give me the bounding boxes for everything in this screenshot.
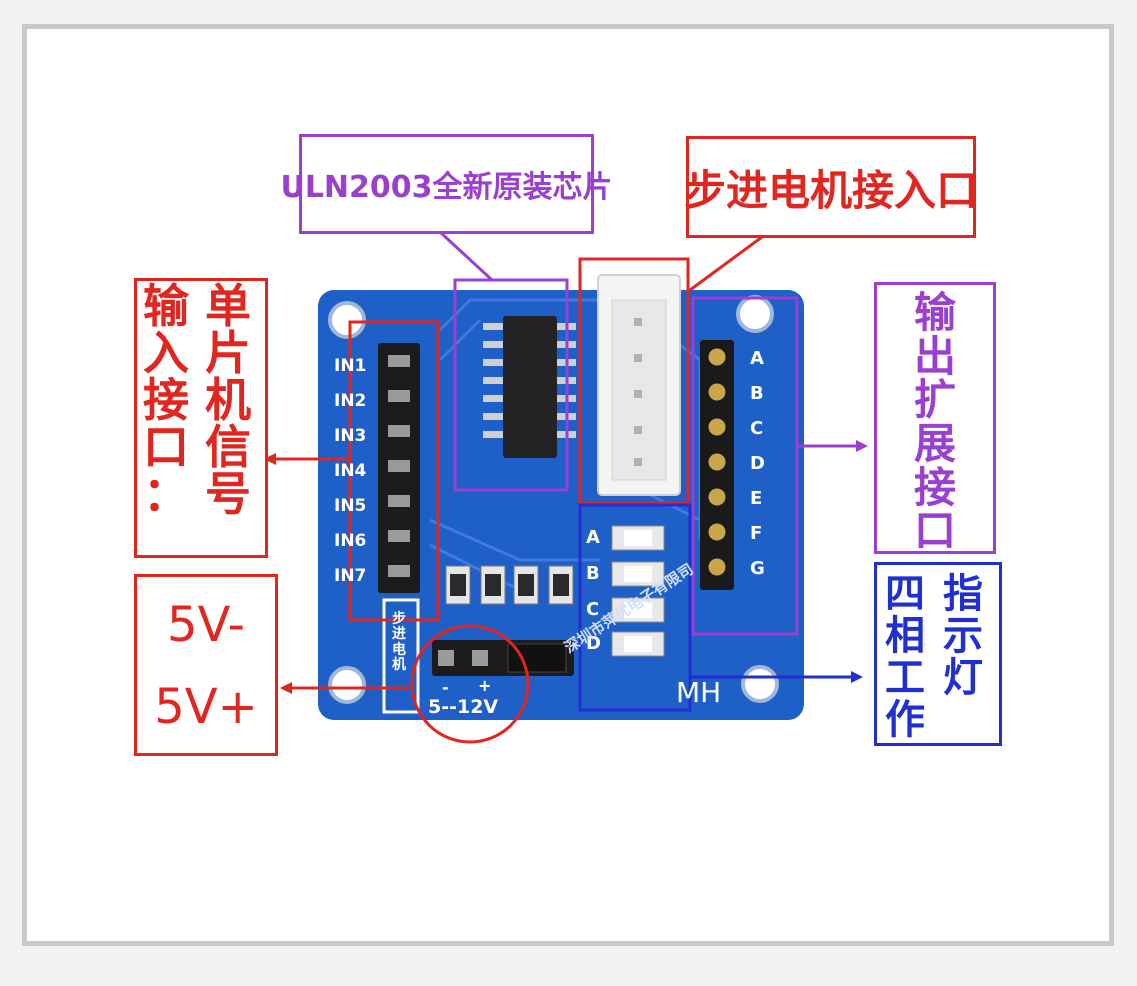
output-expand-callout: 输 出 扩 展 接 口 (874, 282, 996, 554)
led-label: A (586, 527, 600, 548)
input-callout-char: 接 (143, 372, 189, 427)
motor-port-callout: 步进电机接入口 (684, 136, 978, 238)
indicator-callout-char: 工 (885, 655, 925, 701)
output-pin-label: G (750, 558, 765, 579)
indicator-callout-char: 四 (885, 571, 925, 617)
input-callout-char: 输 (143, 279, 189, 333)
indicator-right-column: 指 示 灯 (943, 573, 983, 699)
led-label: D (586, 633, 601, 654)
input-callout-char: 口 (143, 419, 189, 474)
output-pin-label: C (750, 418, 764, 439)
brand-label: MH (676, 676, 722, 709)
output-callout-char: 输 (913, 288, 956, 337)
silk-vertical-label: 步进电机 (392, 611, 406, 674)
resistors (445, 565, 574, 605)
input-callout-right-column: 单 片 机 信 号 (205, 283, 251, 518)
led-arrowhead (851, 671, 863, 683)
indicator-left-column: 四 相 工 作 (885, 573, 925, 741)
input-callout-char: 片 (205, 325, 251, 380)
plus-label: + (478, 676, 492, 695)
input-pin-label: IN4 (334, 461, 367, 481)
output-pin-label: A (750, 348, 764, 369)
power-arrowhead (280, 682, 292, 694)
input-callout-left-column: 输 入 接 口 ： (143, 283, 189, 518)
indicator-callout-char: 作 (885, 697, 925, 743)
input-callout-char: 号 (205, 466, 251, 521)
indicator-callout: 四 相 工 作 指 示 灯 (874, 562, 1002, 746)
minus-label: - (442, 678, 449, 697)
output-expand-column: 输 出 扩 展 接 口 (877, 291, 993, 553)
output-callout-char: 展 (913, 419, 956, 469)
power-jumper (432, 640, 574, 676)
output-pin-label: D (750, 453, 765, 474)
input-pin-label: IN2 (334, 391, 367, 411)
led-label: B (586, 563, 600, 584)
voltage-label: 5--12V (428, 696, 499, 718)
power-callout-line1: 5V- (167, 597, 245, 653)
output-callout-char: 扩 (913, 375, 956, 425)
input-pin-label: IN7 (334, 566, 367, 586)
output-expand-header (700, 340, 734, 590)
power-highlight-circle (410, 624, 530, 744)
output-pin-label: B (750, 383, 764, 404)
motor-leader-line (689, 235, 763, 292)
output-expand-highlight (691, 296, 799, 636)
output-pin-label: E (750, 488, 763, 509)
phase-leds (611, 525, 665, 657)
motor-port-highlight (578, 257, 690, 505)
input-callout-char: 入 (143, 325, 189, 380)
input-callout: 输 入 接 口 ： 单 片 机 信 号 (134, 278, 268, 558)
input-pin-label: IN1 (334, 356, 367, 376)
output-arrowhead (856, 440, 868, 452)
indicator-callout-char: 指 (943, 571, 983, 617)
output-callout-char: 口 (913, 506, 956, 556)
input-pin-label: IN6 (334, 531, 367, 551)
chip-callout: ULN2003全新原装芯片 (280, 134, 613, 234)
indicator-callout-char: 相 (885, 613, 925, 659)
motor-connector (597, 274, 681, 496)
output-callout-char: 接 (913, 462, 956, 512)
output-callout-char: 出 (913, 331, 956, 381)
input-callout-char: 单 (205, 279, 251, 333)
indicator-callout-char: 灯 (943, 655, 983, 701)
input-callout-char: 机 (205, 372, 251, 427)
led-label: C (586, 599, 600, 620)
output-pin-label: F (750, 523, 763, 544)
led-highlight (578, 503, 692, 712)
input-pin-label: IN3 (334, 426, 367, 446)
indicator-callout-char: 示 (943, 613, 983, 659)
input-arrowhead (264, 453, 276, 465)
power-callout: 5V- 5V+ (134, 574, 278, 756)
input-callout-char: ： (143, 466, 189, 521)
input-pin-label: IN5 (334, 496, 367, 516)
input-header-highlight (348, 320, 440, 622)
chip-leader-line (438, 230, 494, 282)
input-callout-char: 信 (205, 419, 251, 474)
power-callout-line2: 5V+ (154, 679, 258, 735)
input-header (378, 343, 420, 593)
chip-highlight (453, 278, 569, 492)
